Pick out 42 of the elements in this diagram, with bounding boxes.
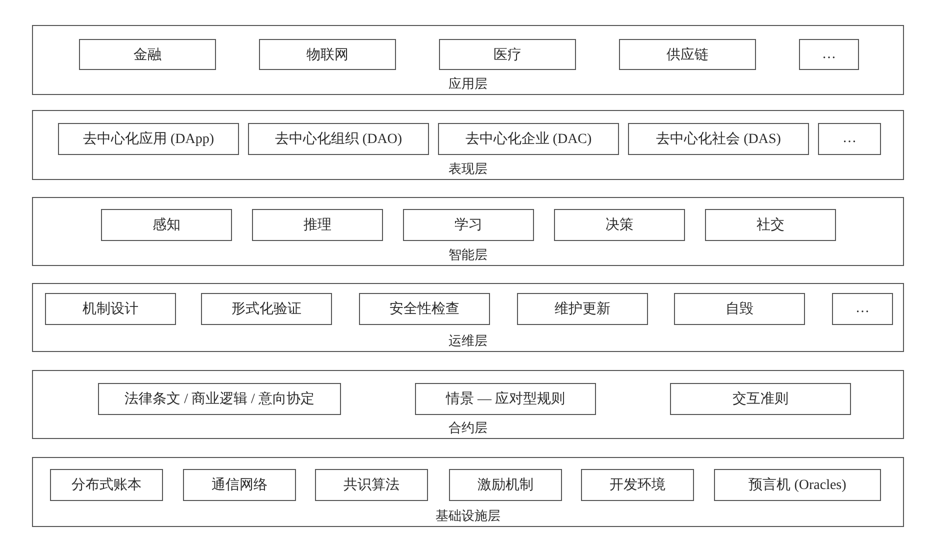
layer-label: 基础设施层 [436, 508, 500, 524]
layer-panel [32, 283, 904, 352]
module-box: 社交 [705, 209, 836, 241]
module-box: 去中心化组织 (DAO) [248, 123, 429, 155]
module-box: 情景 — 应对型规则 [415, 383, 596, 415]
module-box: 去中心化应用 (DApp) [58, 123, 239, 155]
layer-label: 应用层 [448, 76, 488, 92]
module-box: … [818, 123, 881, 155]
layer-label: 表现层 [448, 161, 488, 177]
module-box: 共识算法 [315, 469, 428, 501]
module-box: 通信网络 [183, 469, 296, 501]
module-box: … [799, 39, 859, 70]
layer-label: 合约层 [448, 420, 488, 436]
module-box: 感知 [101, 209, 232, 241]
module-box: 决策 [554, 209, 685, 241]
layer-panel [32, 25, 904, 95]
module-box: 推理 [252, 209, 383, 241]
module-box: 形式化验证 [201, 293, 332, 325]
module-box: 医疗 [439, 39, 576, 70]
layer-label: 智能层 [448, 247, 488, 263]
layer-panel [32, 197, 904, 266]
module-box: 开发环境 [581, 469, 694, 501]
layer-panel [32, 370, 904, 439]
module-box: … [832, 293, 893, 325]
module-box: 去中心化社会 (DAS) [628, 123, 809, 155]
module-box: 预言机 (Oracles) [714, 469, 881, 501]
module-box: 激励机制 [449, 469, 562, 501]
module-box: 法律条文 / 商业逻辑 / 意向协定 [98, 383, 341, 415]
module-box: 交互准则 [670, 383, 851, 415]
module-box: 安全性检查 [359, 293, 490, 325]
module-box: 学习 [403, 209, 534, 241]
layer-panel [32, 457, 904, 527]
module-box: 金融 [79, 39, 216, 70]
module-box: 机制设计 [45, 293, 176, 325]
module-box: 分布式账本 [50, 469, 163, 501]
module-box: 物联网 [259, 39, 396, 70]
module-box: 自毁 [674, 293, 805, 325]
layer-label: 运维层 [448, 333, 488, 349]
module-box: 供应链 [619, 39, 756, 70]
module-box: 去中心化企业 (DAC) [438, 123, 619, 155]
module-box: 维护更新 [517, 293, 648, 325]
layer-panel [32, 110, 904, 180]
